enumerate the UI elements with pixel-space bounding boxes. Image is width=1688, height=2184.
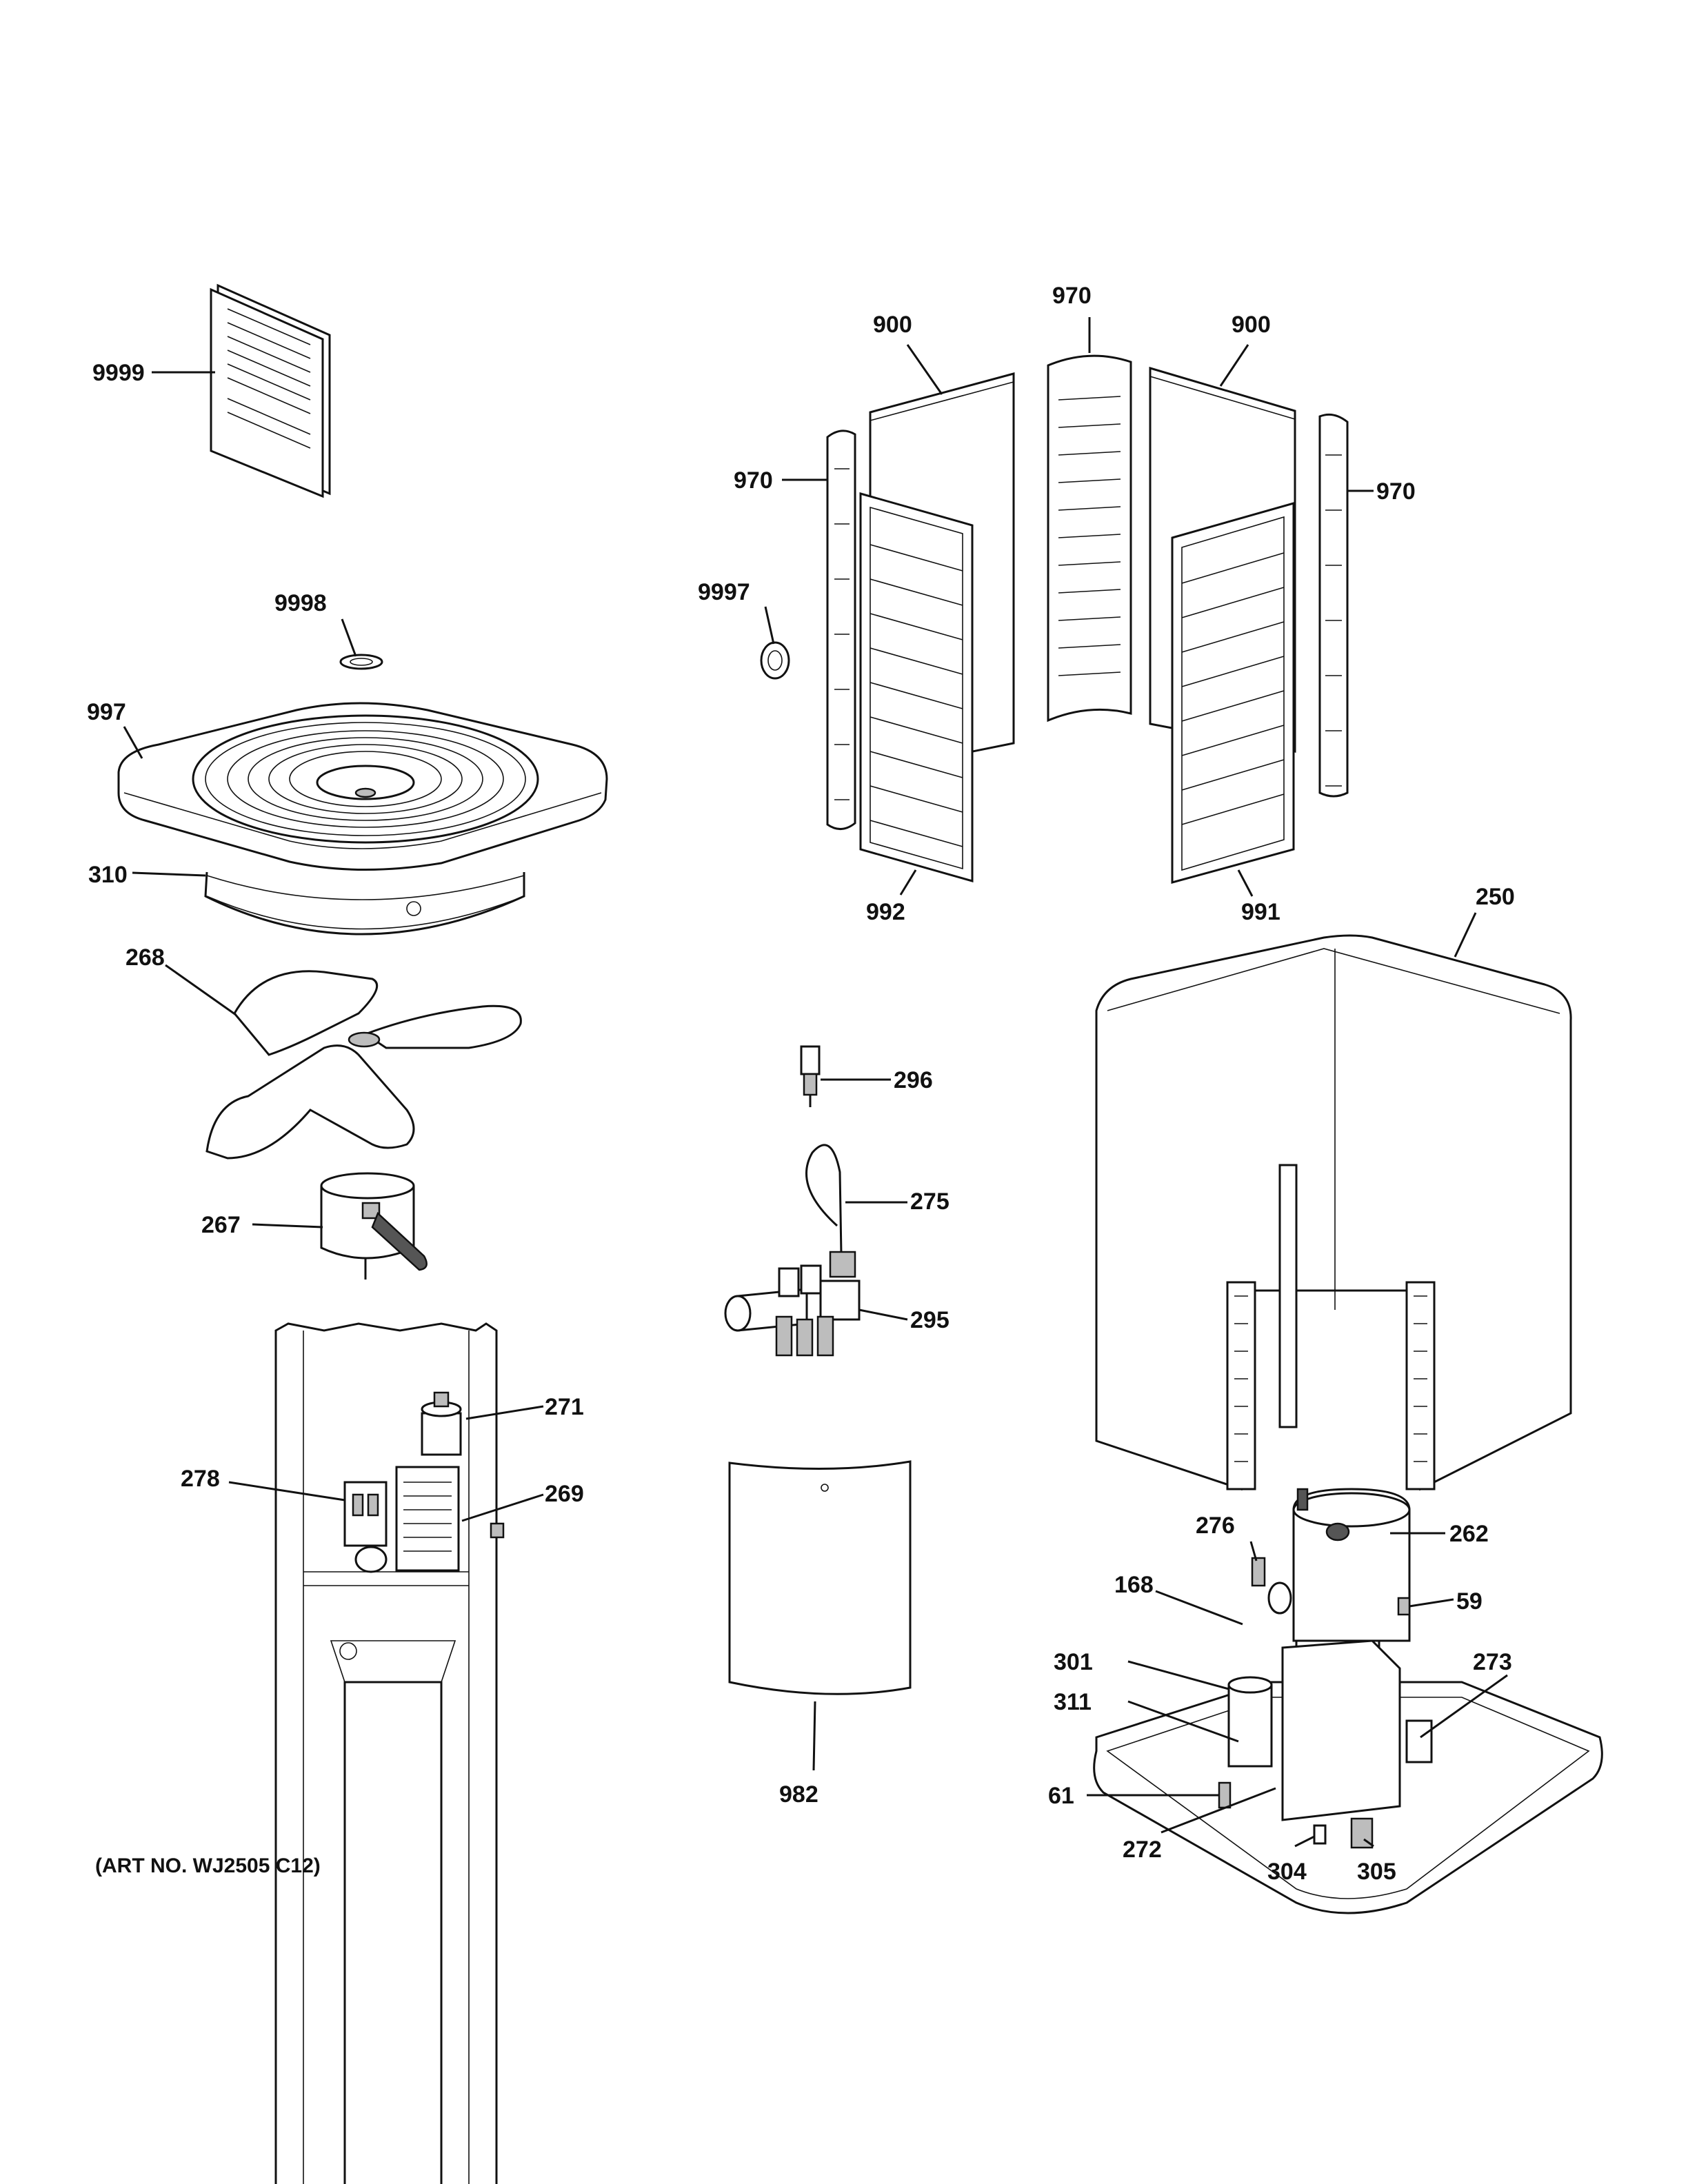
callout-276: 276 [1196,1513,1235,1539]
callout-295: 295 [910,1307,950,1333]
callout-900-right: 900 [1232,312,1271,338]
callout-9997: 9997 [698,579,750,605]
callout-310: 310 [88,862,128,888]
part-compressor [1281,1488,1411,1821]
callout-273: 273 [1473,1649,1512,1675]
callout-900-left: 900 [873,312,912,338]
part-fan-motor [320,1172,428,1280]
callout-982: 982 [779,1781,818,1808]
part-orifice-ring [204,871,525,936]
part-emblem [760,641,790,680]
part-top-cover [117,702,608,871]
callout-304: 304 [1267,1859,1307,1885]
callout-9999: 9999 [92,360,145,386]
callout-278: 278 [181,1466,220,1492]
callout-268: 268 [125,944,165,971]
leader-lines [123,317,1508,1848]
part-manual-booklet [210,283,331,498]
callout-275: 275 [910,1189,950,1215]
part-louver-panel-right [1171,502,1295,884]
callout-272: 272 [1123,1837,1162,1863]
part-condenser-coil [1095,934,1572,1491]
callout-250: 250 [1476,884,1515,910]
art-number-caption: (ART NO. WJ2505 C12) [95,1854,321,1877]
part-control-panel [274,1322,505,2184]
part-reversing-valve [724,1144,861,1357]
callout-168: 168 [1114,1572,1154,1598]
callout-311: 311 [1054,1689,1092,1715]
callout-269: 269 [545,1481,584,1507]
callout-9998: 9998 [274,590,327,616]
callout-970-top: 970 [1052,283,1092,309]
callout-271: 271 [545,1394,584,1420]
callout-labels: 9999 9998 997 310 268 267 271 278 269 90… [87,283,1515,1885]
part-corner-post-right [1318,413,1349,798]
part-fan-blade [205,970,522,1160]
callout-267: 267 [201,1212,241,1238]
callout-970-left: 970 [734,467,773,494]
callout-61: 61 [1048,1783,1074,1809]
callout-301: 301 [1054,1649,1093,1675]
part-accumulator [1227,1676,1273,1768]
callout-992: 992 [866,899,905,925]
callout-262: 262 [1449,1521,1489,1547]
part-compressor-wrap [728,1460,912,1695]
callout-296: 296 [894,1067,933,1093]
part-corner-post-left [826,429,856,830]
part-sensor [800,1045,821,1107]
callout-970-right: 970 [1376,478,1416,505]
callout-991: 991 [1241,899,1280,925]
callout-305: 305 [1357,1859,1396,1885]
part-louver-panel-left [859,492,974,882]
part-corner-post-center [1047,354,1132,722]
callout-59: 59 [1456,1588,1483,1615]
part-fittings [1218,1488,1433,1849]
callout-997: 997 [87,699,126,725]
part-logo-badge [339,654,383,670]
